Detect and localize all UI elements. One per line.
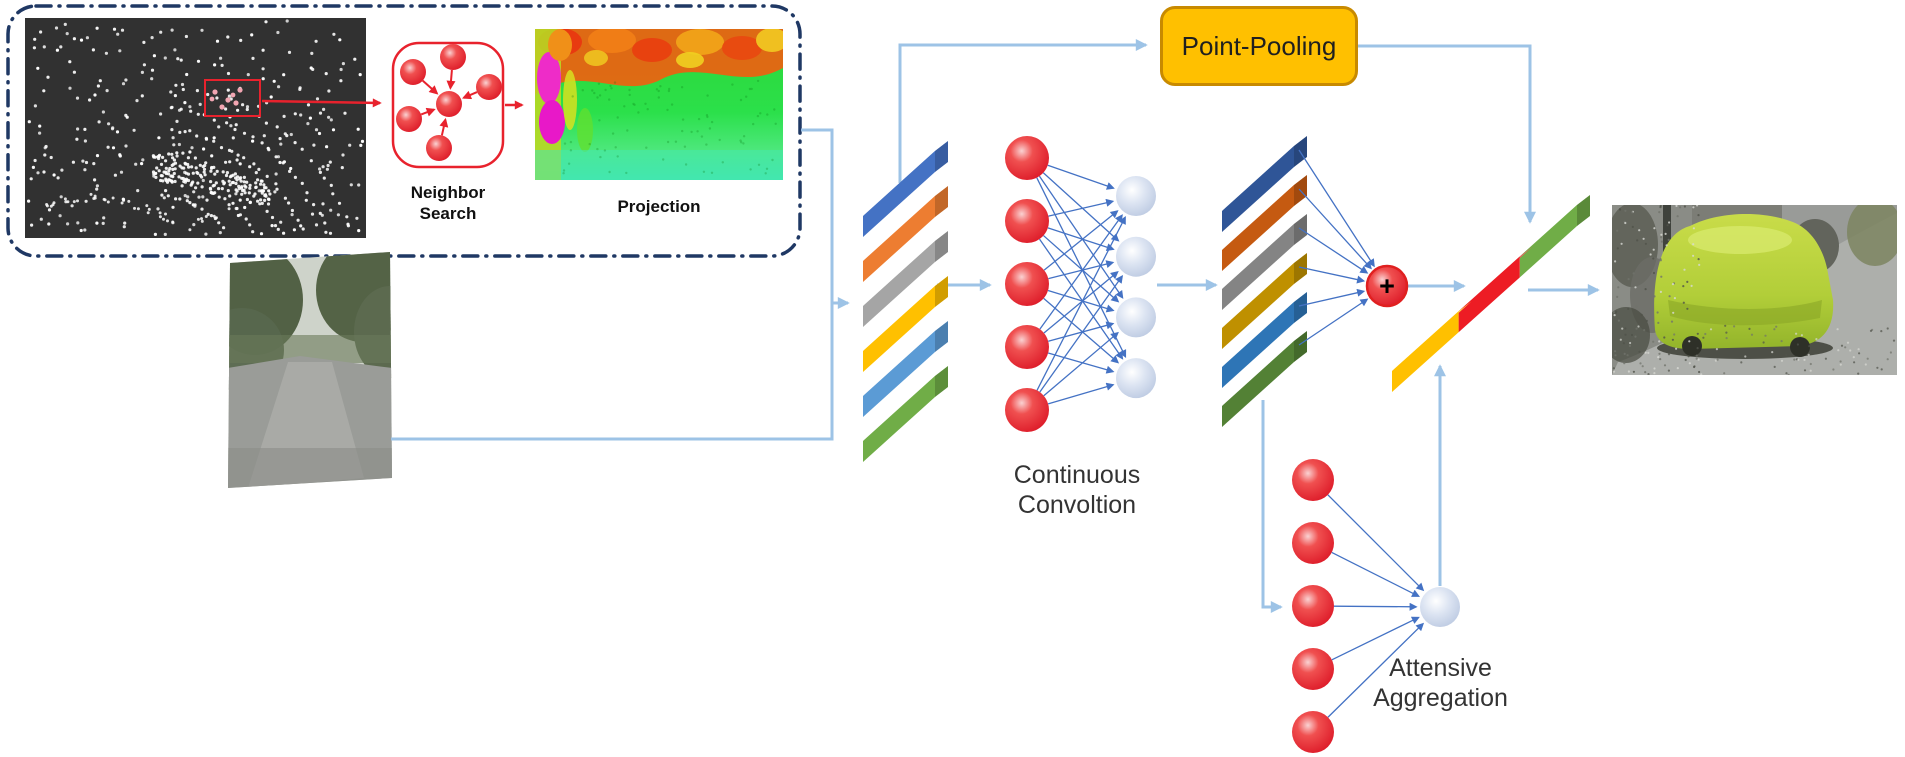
continuous-convolution-label-line2: Convoltion bbox=[1017, 491, 1137, 519]
feature-stack-2 bbox=[1222, 136, 1307, 427]
camera-image bbox=[228, 252, 392, 488]
output-feature-bar bbox=[1392, 195, 1590, 392]
neighborhood-highlight-box bbox=[204, 79, 261, 117]
result-image bbox=[1612, 205, 1897, 375]
attentive-aggregation-label-line2: Aggregation bbox=[1373, 684, 1508, 712]
arrow-stack1-to-pointpooling bbox=[898, 39, 1148, 183]
continuous-convolution-network bbox=[1005, 136, 1156, 432]
attentive-aggregation-network bbox=[1292, 459, 1460, 753]
lidar-input-block-border bbox=[6, 4, 802, 258]
connector-inputs-merge bbox=[391, 128, 834, 441]
query-point-dots bbox=[209, 87, 243, 110]
neighbor-search-box bbox=[391, 41, 505, 169]
continuous-convolution-label-line1: Continuous bbox=[1013, 461, 1141, 489]
attentive-aggregation-label-line1: Attensive bbox=[1389, 654, 1492, 682]
neighbor-spheres bbox=[396, 44, 502, 161]
neighbor-search-label-line2: Search bbox=[419, 204, 477, 223]
neighbor-search-label-line1: Neighbor bbox=[410, 183, 486, 202]
point-cloud-image bbox=[25, 18, 366, 238]
fusion-plus-circle bbox=[1365, 264, 1409, 308]
neighbor-search-label: Neighbor Search bbox=[393, 182, 503, 224]
point-pooling-box: Point-Pooling bbox=[1160, 6, 1358, 86]
continuous-convolution-label: Continuous Convoltion bbox=[972, 460, 1182, 520]
connectors bbox=[391, 39, 1600, 613]
stack2-fusion-lines bbox=[1298, 149, 1375, 346]
arrow-pointcloud-to-neighborsearch bbox=[261, 98, 382, 108]
attentive-aggregation-label: Attensive Aggregation bbox=[1338, 653, 1543, 713]
neighbor-arrows bbox=[420, 69, 478, 136]
fusion-plus-label: + bbox=[1379, 271, 1395, 301]
projection-image bbox=[535, 29, 783, 180]
feature-stack-1 bbox=[863, 141, 948, 462]
arrow-pointpooling-to-outputbar bbox=[1358, 44, 1536, 224]
arrow-stack2-to-attention bbox=[1261, 400, 1283, 613]
projection-label: Projection bbox=[617, 197, 701, 216]
